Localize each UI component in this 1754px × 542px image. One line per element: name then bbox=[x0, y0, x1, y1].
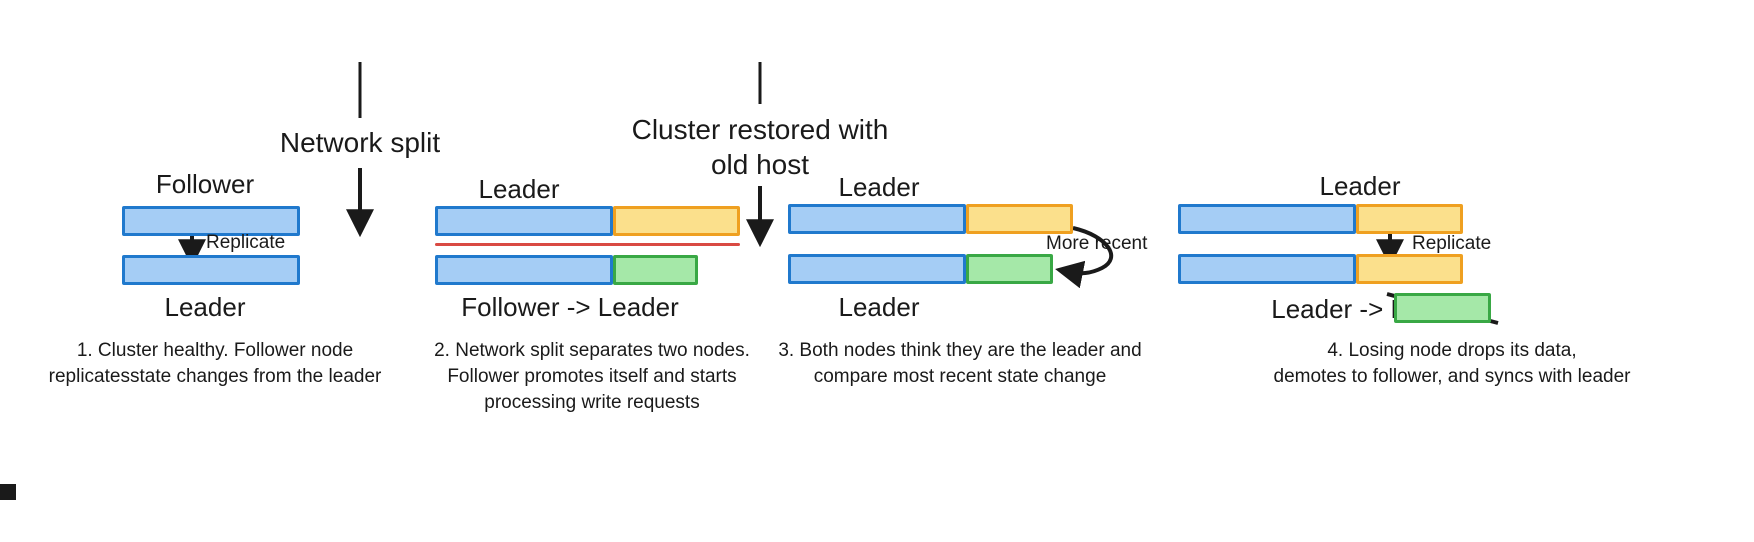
panel-2-caption-line-3: processing write requests bbox=[484, 392, 700, 414]
panel-3-caption-line-1: 3. Both nodes think they are the leader … bbox=[778, 340, 1142, 361]
cluster-restored-line-2: old host bbox=[710, 149, 810, 180]
panel-2-top-label: Leader bbox=[478, 174, 560, 204]
corner-marker bbox=[0, 484, 16, 500]
panel-3-top-segment-orange bbox=[966, 204, 1073, 234]
panel-4-top-label: Leader bbox=[1319, 171, 1401, 201]
panel-1-replicate-label: Replicate bbox=[206, 232, 286, 253]
panel-3-bottom-bar bbox=[788, 254, 1053, 284]
panel-3-top-label: Leader bbox=[838, 172, 920, 202]
panel-4-bottom-segment-orange bbox=[1356, 254, 1463, 284]
panel-2-bottom-bar bbox=[435, 255, 698, 285]
panel-4: Leader Replicate Leader -> Follower 4. L… bbox=[1150, 0, 1754, 542]
panel-3-more-recent-label: More recent bbox=[1046, 233, 1148, 254]
panel-3-caption: 3. Both nodes think they are the leader … bbox=[770, 338, 1150, 390]
panel-3-bottom-label: Leader bbox=[838, 292, 920, 322]
panel-1: Follower Replicate Leader 1. Cluster hea… bbox=[0, 0, 430, 542]
panel-3-bottom-segment-green bbox=[966, 254, 1053, 284]
panel-2: Leader Follower -> Leader 2. Network spl… bbox=[430, 0, 770, 542]
panel-4-caption-line-2: demotes to follower, and syncs with lead… bbox=[1273, 366, 1631, 388]
panel-2-top-segment-orange bbox=[613, 206, 740, 236]
panel-2-top-segment-blue bbox=[435, 206, 613, 236]
panel-1-bottom-label: Leader bbox=[164, 292, 246, 322]
panel-3-top-segment-blue bbox=[788, 204, 966, 234]
transition-label-cluster-restored: Cluster restored with old host bbox=[620, 112, 900, 182]
panel-1-bottom-segment-blue bbox=[122, 255, 300, 285]
panel-3-caption-line-2: compare most recent state change bbox=[813, 366, 1107, 388]
panel-4-top-segment-orange bbox=[1356, 204, 1463, 234]
panel-4-replicate-label: Replicate bbox=[1412, 233, 1492, 254]
panel-1-bottom-bar bbox=[122, 255, 300, 285]
panel-4-bottom-bar bbox=[1178, 254, 1463, 284]
panel-4-top-bar bbox=[1178, 204, 1463, 234]
panel-3-top-bar bbox=[788, 204, 1073, 234]
panel-2-bottom-segment-green bbox=[613, 255, 698, 285]
panel-2-split-divider bbox=[435, 243, 740, 246]
panel-3: Leader More recent Leader 3. Both nodes … bbox=[770, 0, 1150, 542]
panel-2-top-bar bbox=[435, 206, 740, 236]
panel-1-caption-line-2: replicatesstate changes from the leader bbox=[48, 366, 382, 388]
panel-2-caption-line-2: Follower promotes itself and starts bbox=[447, 366, 737, 388]
panel-4-top-segment-blue bbox=[1178, 204, 1356, 234]
panel-2-caption: 2. Network split separates two nodes. Fo… bbox=[422, 338, 762, 417]
panel-3-bottom-segment-blue bbox=[788, 254, 966, 284]
panel-4-discarded-segment-green bbox=[1394, 293, 1491, 323]
panel-4-bottom-label: Leader -> Follower bbox=[1271, 294, 1489, 324]
panel-4-caption: 4. Losing node drops its data, demotes t… bbox=[1150, 338, 1754, 390]
panel-1-caption: 1. Cluster healthy. Follower node replic… bbox=[25, 338, 405, 390]
transition-label-network-split: Network split bbox=[279, 127, 441, 158]
panel-1-caption-line-1: 1. Cluster healthy. Follower node bbox=[76, 340, 354, 361]
panel-2-bottom-segment-blue bbox=[435, 255, 613, 285]
panel-1-top-label: Follower bbox=[155, 169, 255, 199]
panel-2-bottom-label: Follower -> Leader bbox=[461, 292, 679, 322]
panel-4-caption-line-1: 4. Losing node drops its data, bbox=[1327, 340, 1577, 361]
panel-1-top-bar bbox=[122, 206, 300, 236]
panel-2-caption-line-1: 2. Network split separates two nodes. bbox=[434, 340, 750, 361]
panel-4-bottom-segment-blue bbox=[1178, 254, 1356, 284]
cluster-restored-line-1: Cluster restored with bbox=[631, 114, 889, 145]
panel-1-top-segment-blue bbox=[122, 206, 300, 236]
